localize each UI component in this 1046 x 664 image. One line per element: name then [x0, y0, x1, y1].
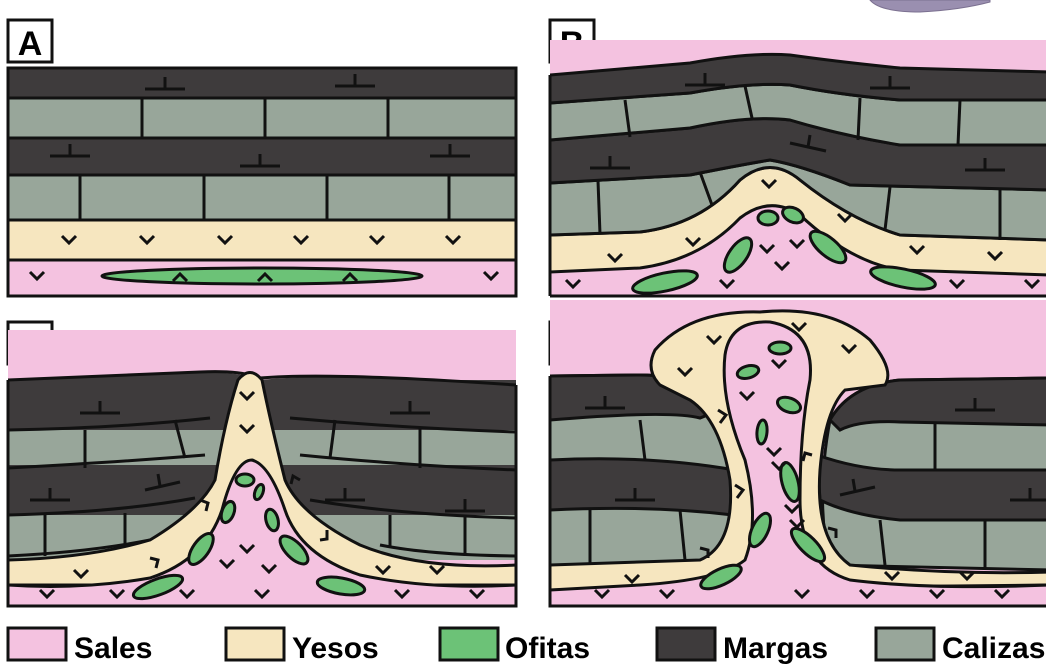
legend-item-ofitas: Ofitas [440, 628, 590, 664]
legend: Sales Yesos Ofitas Margas Calizas [8, 628, 1045, 664]
legend-swatch-yesos [226, 628, 284, 660]
legend-label-margas: Margas [723, 632, 828, 664]
limestone-layer [8, 175, 516, 220]
legend-item-calizas: Calizas [876, 628, 1045, 664]
legend-swatch-ofitas [440, 628, 498, 660]
legend-label-sales: Sales [74, 632, 152, 664]
panel-label-a: A [8, 20, 52, 63]
legend-item-sales: Sales [8, 628, 152, 664]
legend-label-ofitas: Ofitas [505, 632, 590, 664]
svg-text:A: A [18, 25, 43, 63]
legend-item-yesos: Yesos [226, 628, 379, 664]
marl-layer [8, 68, 516, 98]
panel-b: B [550, 20, 1046, 298]
gypsum-layer [8, 220, 516, 260]
legend-item-margas: Margas [657, 628, 828, 664]
legend-label-calizas: Calizas [942, 632, 1045, 664]
panel-a: A [8, 20, 516, 296]
panel-c: C [8, 322, 516, 606]
legend-swatch-sales [8, 628, 66, 660]
limestone-layer [8, 98, 516, 138]
legend-swatch-calizas [876, 628, 934, 660]
legend-label-yesos: Yesos [292, 632, 379, 664]
cap-rock-fragment [870, 0, 990, 12]
legend-swatch-margas [657, 628, 715, 660]
